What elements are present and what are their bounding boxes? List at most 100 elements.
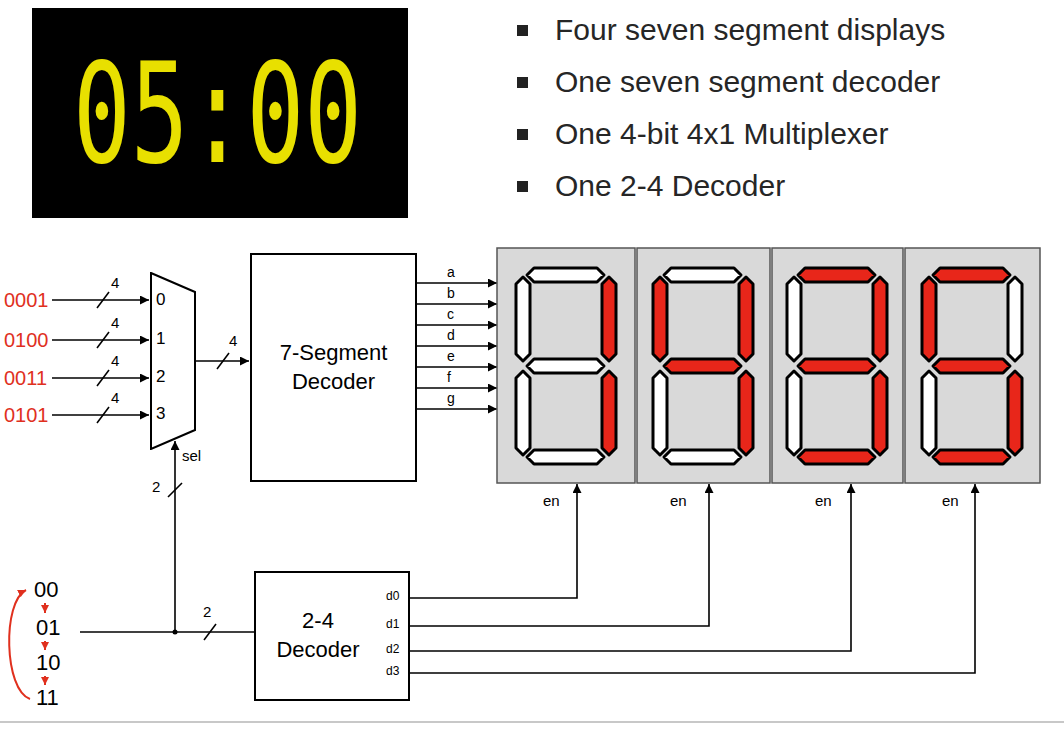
input-value: 0001 [4,289,49,312]
segment [602,277,616,361]
enable-wire [410,484,577,598]
segment-name: c [447,306,454,322]
output-name: d3 [386,665,399,679]
segment-wire [405,303,497,305]
count-arrow [44,641,46,650]
enable-wire [410,484,709,626]
clock-readout: 05:00 [73,45,362,184]
clock-panel [32,8,408,218]
digit-2 [653,268,753,464]
bottom-rule [0,721,1064,723]
output-name: d2 [386,643,399,657]
input-value: 0101 [4,404,49,427]
segment [1008,277,1022,361]
count-arrow [44,603,46,613]
segment-name: f [447,369,451,385]
enable-label: en [543,492,560,509]
segment [602,371,616,455]
count-state: 10 [36,650,60,675]
enable-wire [410,484,975,673]
segment [933,450,1010,464]
mux-input-number: 0 [156,290,165,310]
segment-wire [405,324,497,326]
select-bus [174,441,176,632]
mux-shape [151,273,195,449]
segment [798,359,875,373]
bus-slash [97,332,109,348]
mux-input-number: 2 [156,367,165,387]
bus-width: 4 [111,314,119,331]
input-bus [52,339,149,341]
count-state: 11 [36,685,59,710]
mux-input-number: 3 [156,404,165,424]
mux-input-number: 1 [156,329,165,349]
input-bus [52,414,149,416]
segment [739,371,753,455]
bullet [517,77,528,88]
segment [787,277,801,361]
bullet-text: Four seven segment displays [555,13,945,48]
count-state: 00 [34,577,58,602]
segment [933,359,1010,373]
enable-label: en [815,492,832,509]
segment [1008,371,1022,455]
segment [787,371,801,455]
enable-label: en [670,492,687,509]
count-arrow [44,676,46,685]
bus-width: 2 [152,478,160,495]
segment [516,371,530,455]
segment [664,450,741,464]
bus-slash [97,292,109,308]
decoder-label: 7-Segment Decoder [258,339,409,396]
segment [527,268,604,282]
segment-name: a [447,264,455,280]
segment [653,277,667,361]
bus-slash [97,370,109,386]
segment-wire [405,387,497,389]
display-frame [637,248,770,483]
segment-wire [405,366,497,368]
bullet-text: One 2-4 Decoder [555,169,785,204]
segment [873,371,887,455]
bus-slash [204,624,216,640]
input-bus [52,377,149,379]
segment-wire [405,408,497,410]
connectors [196,353,249,369]
enable-wire [410,484,851,651]
segment-name: b [447,285,455,301]
input-value: 0011 [4,367,47,390]
segment [527,359,604,373]
junction-dot [173,630,178,635]
bus-width: 2 [203,603,211,620]
input-bus [52,299,149,301]
display-frame [905,248,1040,483]
digit-3 [787,268,887,464]
decoder-box: 7-Segment Decoder [250,253,417,482]
decoder-label: 2-4 Decoder [268,607,368,664]
bullet [517,25,528,36]
bullet-text: One 4-bit 4x1 Multiplexer [555,117,889,152]
segment [873,277,887,361]
signal-name: sel [182,447,201,464]
digit-1 [516,268,616,464]
segment-name: g [447,390,455,406]
segment-wire [405,282,497,284]
bus-connector [196,353,249,369]
bus-width: 4 [111,352,119,369]
segment-wire [405,345,497,347]
bus-width: 4 [229,332,237,349]
bullet [517,129,528,140]
bus-slash [97,407,109,423]
segment [664,359,741,373]
select-bus [80,631,254,633]
enable-label: en [942,492,959,509]
segment [516,277,530,361]
segment [739,277,753,361]
output-name: d1 [386,618,399,632]
segment [933,268,1010,282]
display-frame [772,248,903,483]
multiplexer: 0 1 2 3 [150,272,196,450]
output-name: d0 [386,590,399,604]
bullet [517,181,528,192]
